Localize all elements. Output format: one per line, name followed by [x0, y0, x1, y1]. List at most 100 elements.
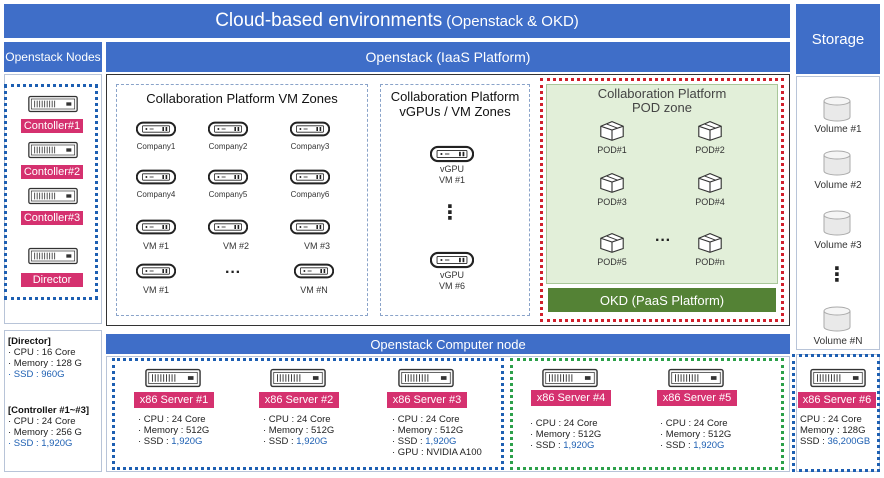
server-icon [145, 368, 201, 388]
server-5-cpu: · CPU : 24 Core [660, 418, 728, 429]
vm-icon [208, 120, 248, 138]
server-2-ssd-prefix: · SSD : [263, 436, 297, 447]
volume-label: Volume #2 [814, 180, 862, 191]
pod-label: POD#4 [695, 197, 725, 207]
vm-bottom-1 [136, 262, 176, 285]
vm-icon [290, 168, 330, 186]
vm-label: Company3 [290, 142, 330, 151]
compute-node-title: Openstack Computer node [106, 334, 790, 354]
controller-spec-cpu: · CPU : 24 Core [8, 416, 76, 427]
vm-label: Company1 [136, 142, 176, 151]
server-3-ssd: 1,920G [425, 436, 457, 447]
vm-icon [208, 168, 248, 186]
vm-label: Company2 [208, 142, 248, 151]
vm-1 [136, 218, 176, 241]
server-5-ssd: 1,920G [693, 440, 725, 451]
volume-ellipsis: ⋮ [827, 264, 847, 286]
pod-label: POD#2 [695, 145, 725, 155]
vm-3 [290, 218, 330, 241]
iaas-title: Openstack (IaaS Platform) [106, 42, 790, 72]
database-icon [822, 150, 852, 176]
server-1-label: x86 Server #1 [134, 392, 214, 408]
pod-icon [598, 118, 626, 142]
vm-zone-title: Collaboration Platform VM Zones [146, 91, 338, 106]
server-1-cpu: · CPU : 24 Core [138, 414, 206, 425]
server-1 [145, 368, 201, 393]
director-spec-head: [Director] [8, 336, 51, 347]
vgpu-zone-title-2: vGPUs / VM Zones [399, 104, 511, 119]
okd-compute-group [510, 358, 784, 470]
vm-ellipsis: ··· [225, 264, 241, 281]
server-4-memory: · Memory : 512G [530, 429, 602, 440]
vm-company4 [136, 168, 176, 191]
vgpu-vm-1-label-2: VM #1 [438, 175, 465, 185]
vm-icon [136, 120, 176, 138]
vm-icon [136, 168, 176, 186]
pod-label: POD#5 [597, 257, 627, 267]
director-label: Director [20, 272, 84, 288]
director-node [28, 246, 78, 271]
server-icon [28, 94, 78, 114]
vm-label: VM #N [300, 285, 328, 295]
server-6-spec: CPU : 24 Core Memory : 128G SSD : 36,200… [800, 414, 880, 447]
vm-label: VM #1 [142, 285, 169, 295]
volume-label: Volume #N [813, 336, 863, 347]
vm-icon [136, 218, 176, 236]
server-3-gpu: · GPU : NVIDIA A100 [392, 447, 482, 458]
vgpu-zone-panel [380, 84, 530, 316]
server-4-cpu: · CPU : 24 Core [530, 418, 598, 429]
vm-company3 [290, 120, 330, 143]
main-title: Cloud-based environments (Openstack & OK… [4, 4, 790, 38]
server-2-spec: · CPU : 24 Core · Memory : 512G · SSD : … [263, 414, 373, 447]
pod-icon [696, 230, 724, 254]
pod-icon [696, 118, 724, 142]
database-icon [822, 210, 852, 236]
server-3 [398, 368, 454, 393]
server-icon [28, 186, 78, 206]
vm-company6 [290, 168, 330, 191]
server-6-ssd-prefix: SSD : [800, 436, 828, 447]
volume-n [822, 306, 852, 337]
server-3-label: x86 Server #3 [387, 392, 467, 408]
server-2-ssd-line: · SSD : 1,920G [263, 436, 373, 447]
vm-label: Company5 [208, 190, 248, 199]
pod-2 [696, 118, 724, 147]
server-2 [270, 368, 326, 393]
server-1-ssd-line: · SSD : 1,920G [138, 436, 248, 447]
controller-spec-panel [4, 330, 102, 472]
server-5-memory: · Memory : 512G [660, 429, 732, 440]
server-3-memory: · Memory : 512G [392, 425, 464, 436]
server-6-label: x86 Server #6 [798, 392, 876, 408]
vm-2 [208, 218, 248, 241]
main-title-text: Cloud-based environments [215, 10, 443, 31]
pod-zone-panel [546, 84, 778, 284]
controller-2-label: Contoller#2 [20, 164, 84, 180]
director-spec-cpu: · CPU : 16 Core [8, 347, 76, 358]
server-3-cpu: · CPU : 24 Core [392, 414, 460, 425]
server-5-spec: · CPU : 24 Core · Memory : 512G · SSD : … [660, 418, 770, 451]
pod-icon [598, 170, 626, 194]
vgpu-vm-1-label-1: vGPU [439, 164, 464, 174]
vm-label: Company6 [290, 190, 330, 199]
server-icon [668, 368, 724, 388]
server-icon [28, 140, 78, 160]
controller-2-node [28, 140, 78, 165]
server-icon [398, 368, 454, 388]
vm-label: VM #1 [142, 241, 169, 251]
server-1-ssd-prefix: · SSD : [138, 436, 172, 447]
server-icon [28, 246, 78, 266]
vgpu-ellipsis: ⋮ [440, 202, 460, 224]
server-4-ssd: 1,920G [563, 440, 595, 451]
okd-platform-bar: OKD (PaaS Platform) [548, 288, 776, 312]
pod-zone-title-1: Collaboration Platform [597, 86, 727, 101]
pod-1 [598, 118, 626, 147]
okd-group [540, 78, 784, 322]
pod-label: POD#3 [597, 197, 627, 207]
openstack-nodes-title: Openstack Nodes [4, 42, 102, 72]
server-1-spec: · CPU : 24 Core · Memory : 512G · SSD : … [138, 414, 248, 447]
director-spec: [Director] · CPU : 16 Core · Memory : 12… [8, 336, 102, 380]
server-6-ssd-line: SSD : 36,200GB [800, 436, 880, 447]
iaas-panel [106, 74, 790, 326]
controller-1-label: Contoller#1 [20, 118, 84, 134]
storage-server-group [792, 354, 880, 472]
